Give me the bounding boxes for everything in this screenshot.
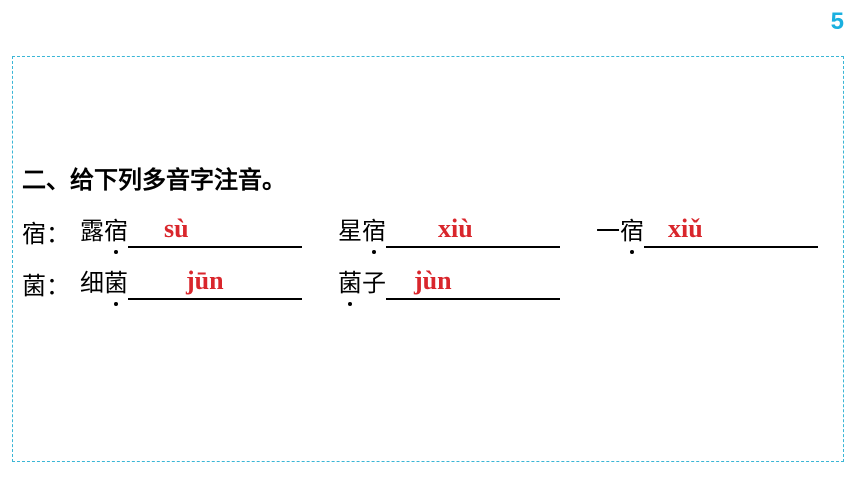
word-char-dotted: 菌 [104,266,128,306]
word: 露宿 [80,214,128,254]
answer-blank[interactable]: jùn [386,266,560,300]
answer-item: 一宿 xiǔ [596,214,818,254]
pinyin-answer: jùn [414,266,452,295]
page-number: 5 [830,8,844,35]
word: 菌子 [338,266,386,306]
answer-item: 露宿 sù [80,214,302,254]
pinyin-answer: xiǔ [668,214,703,243]
answer-blank[interactable]: sù [128,214,302,248]
word: 星宿 [338,214,386,254]
answer-blank[interactable]: xiù [386,214,560,248]
row-lead-char: 菌： [22,272,70,300]
word-char-dotted: 宿 [362,214,386,254]
answer-item: 星宿 xiù [338,214,560,254]
word-char-dotted: 宿 [104,214,128,254]
exercise-row-jun: 菌： 细菌 jūn 菌子 jùn [22,266,842,306]
word-char: 子 [362,269,386,297]
exercise-heading: 二、给下列多音字注音。 [22,166,286,194]
row-lead-char: 宿： [22,220,70,248]
exercise-row-su: 宿： 露宿 sù 星宿 xiù 一宿 xiǔ [22,214,842,254]
word-char: 露 [80,217,104,245]
word-char: 细 [80,269,104,297]
word: 细菌 [80,266,128,306]
answer-blank[interactable]: xiǔ [644,214,818,248]
word-char-dotted: 宿 [620,214,644,254]
answer-item: 菌子 jùn [338,266,560,306]
pinyin-answer: xiù [438,214,473,243]
word-char: 一 [596,217,620,245]
answer-item: 细菌 jūn [80,266,302,306]
content-frame [12,56,844,462]
word: 一宿 [596,214,644,254]
answer-blank[interactable]: jūn [128,266,302,300]
word-char: 星 [338,217,362,245]
word-char-dotted: 菌 [338,266,362,306]
pinyin-answer: jūn [186,266,224,295]
pinyin-answer: sù [164,214,189,243]
